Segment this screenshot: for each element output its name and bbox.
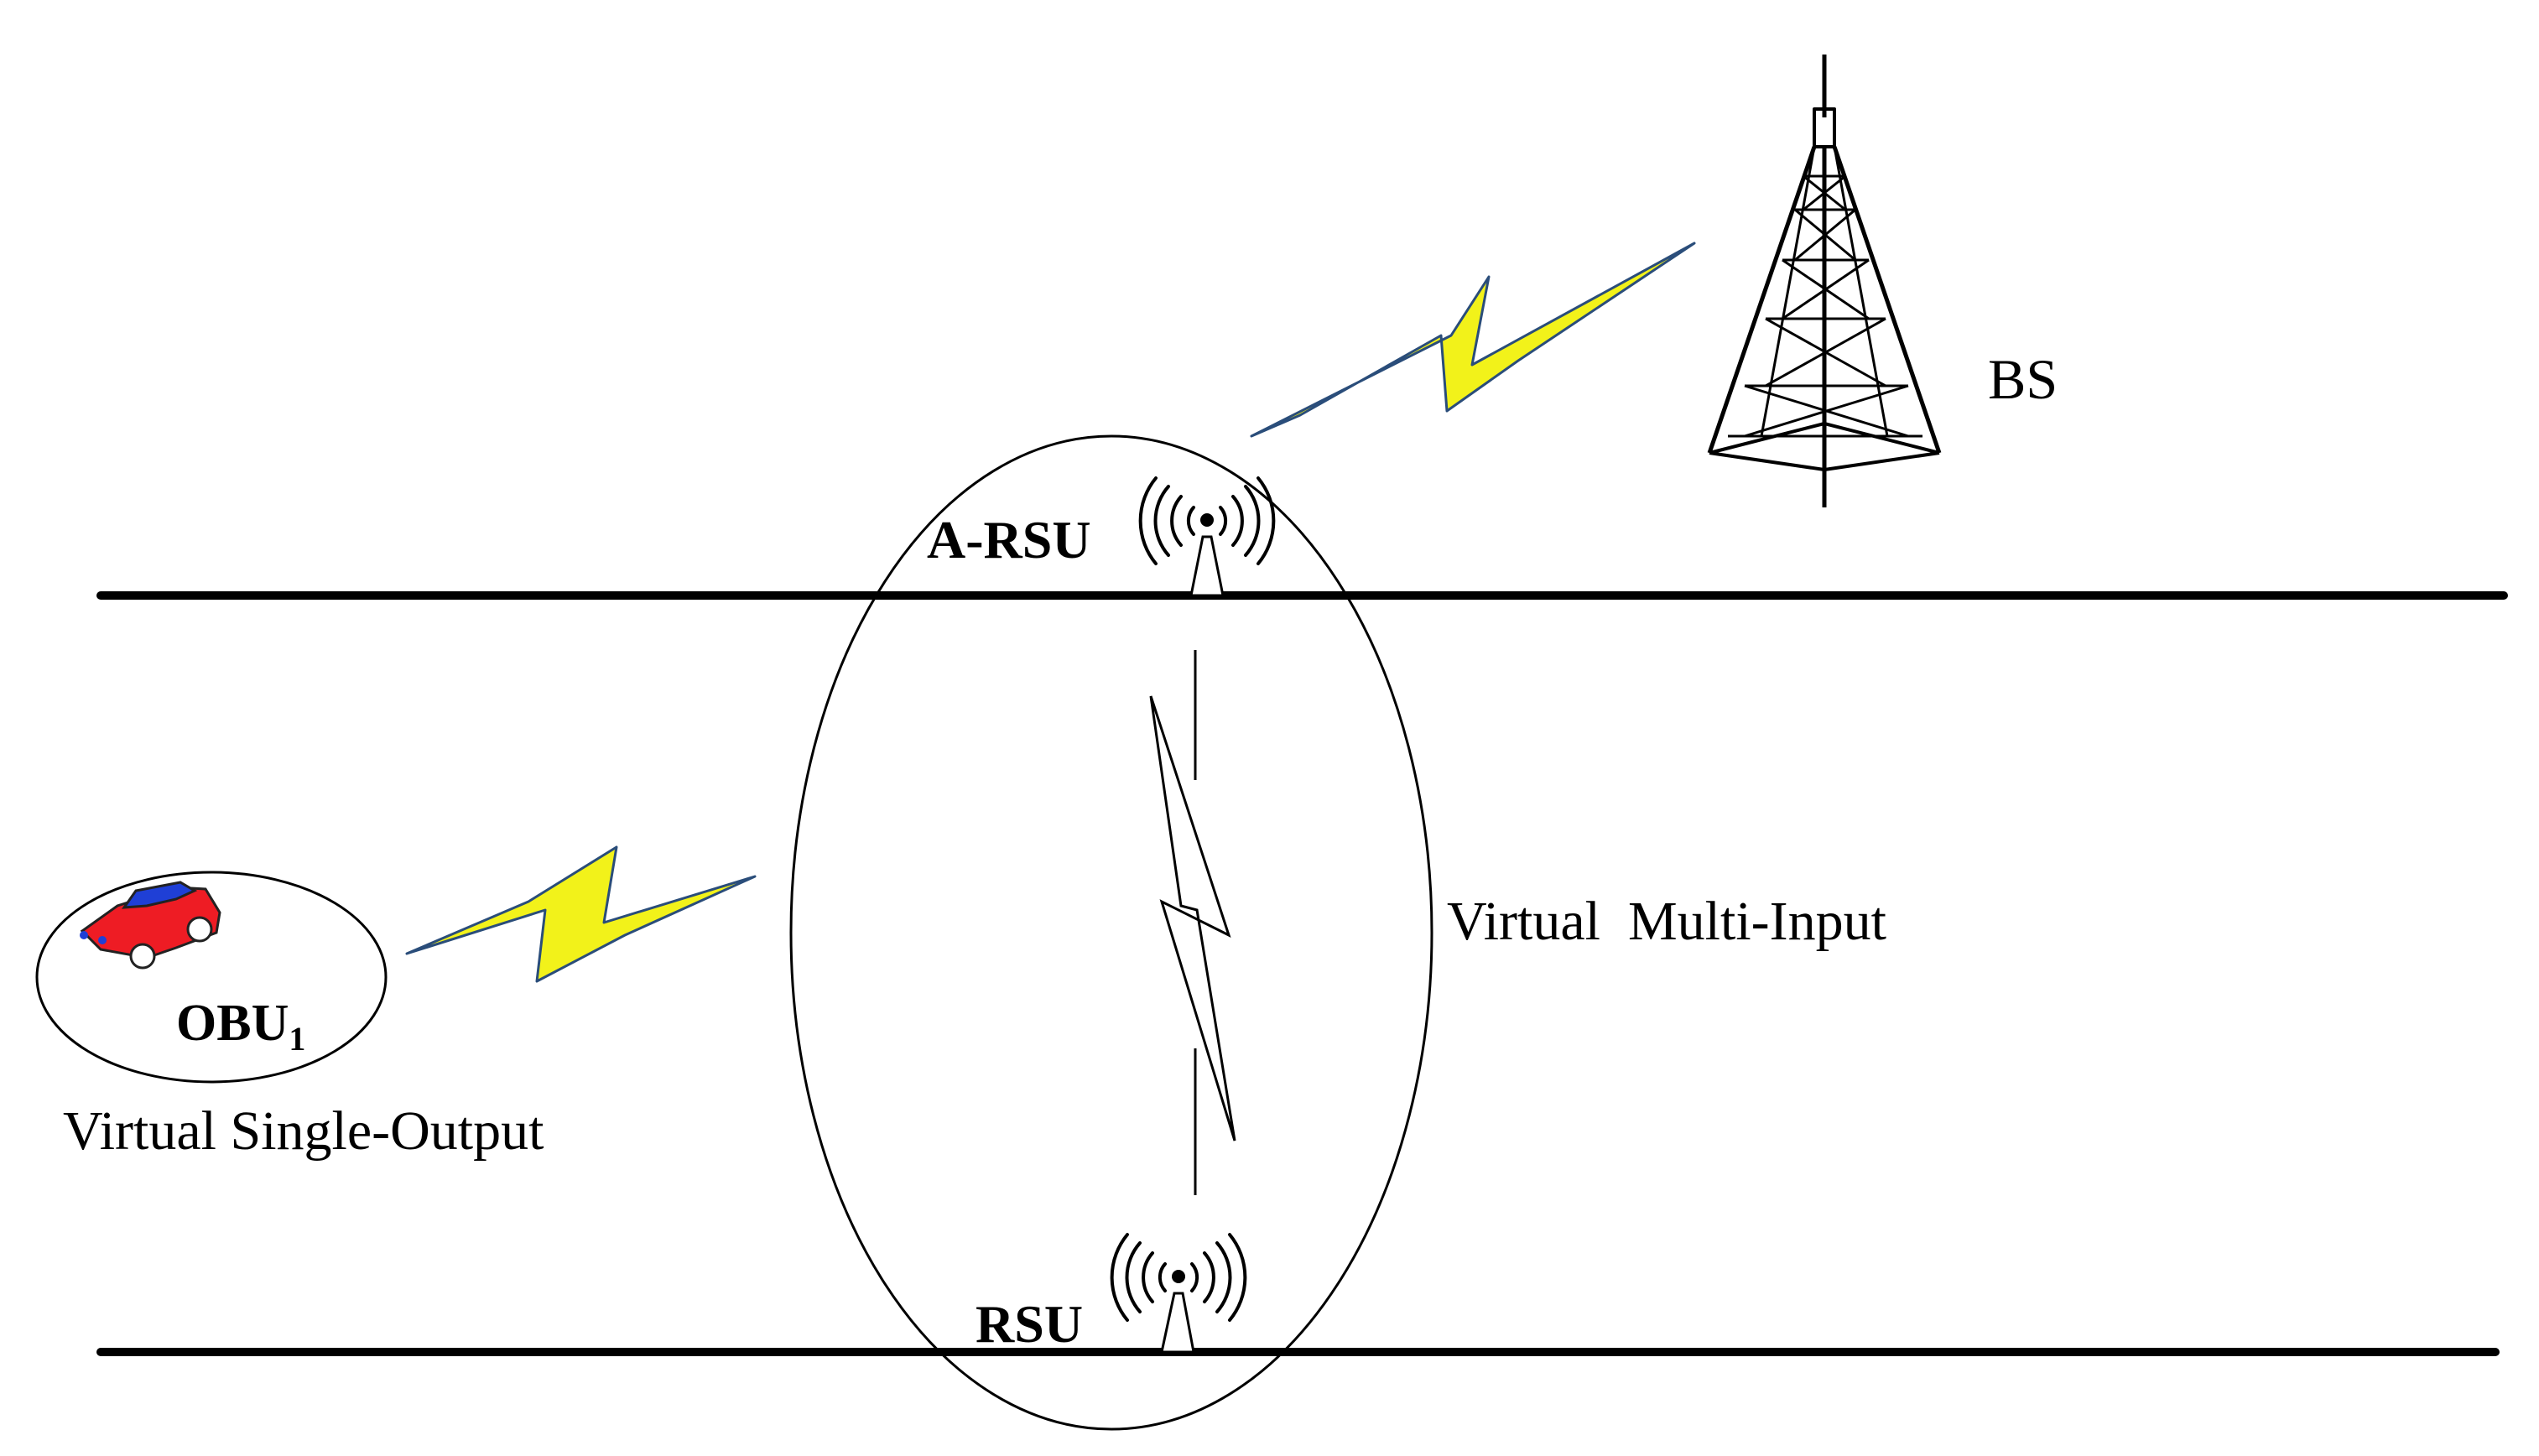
rsu-antenna-icon (1110, 1233, 1247, 1354)
lightning-icon (1149, 650, 1236, 1195)
bs-tower-icon (1707, 55, 1942, 507)
multi-input-ellipse (789, 434, 1433, 1431)
virtual-single-output-label: Virtual Single-Output (63, 1100, 544, 1162)
obu-ellipse (35, 871, 388, 1084)
lightning-icon (1250, 242, 1696, 438)
arsu-label: A-RSU (927, 510, 1091, 569)
virtual-multi-input-label: Virtual Multi-Input (1447, 891, 1886, 952)
obu-label-main: OBU (176, 995, 289, 1052)
rsu-label: RSU (976, 1294, 1083, 1354)
arsu-antenna-icon (1138, 476, 1276, 597)
obu-label-subscript: 1 (289, 1020, 305, 1058)
bs-label: BS (1988, 347, 2058, 411)
lightning-icon (405, 845, 757, 983)
obu-label: OBU1 (176, 995, 305, 1058)
car-icon (80, 881, 221, 970)
